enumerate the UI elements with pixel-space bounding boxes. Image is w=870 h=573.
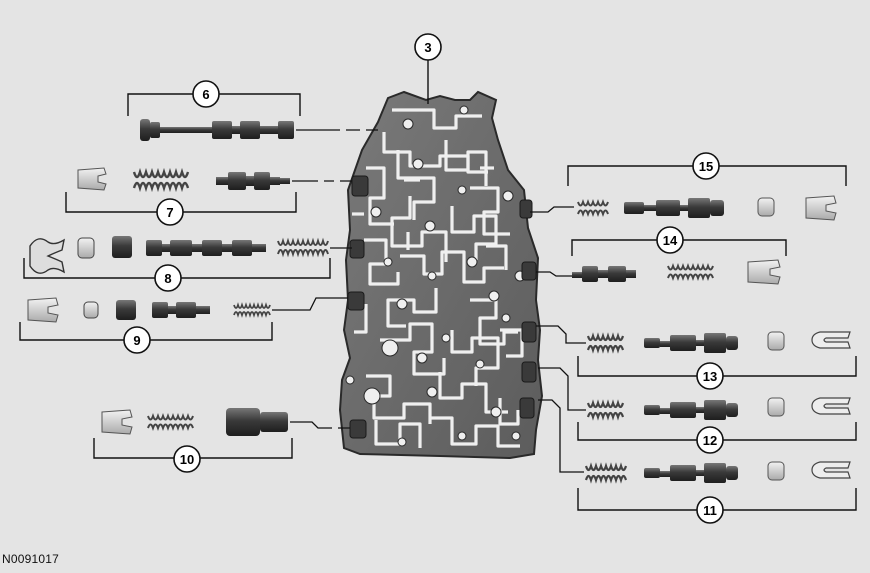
callout-12: 12 <box>696 426 724 454</box>
callout-6-label: 6 <box>202 87 209 102</box>
valve-assembly-12 <box>586 397 851 421</box>
figure-code: N0091017 <box>2 552 59 566</box>
valve-assembly-8 <box>29 236 329 274</box>
leader-11 <box>538 399 584 473</box>
callout-9: 9 <box>123 326 151 354</box>
leader-15 <box>530 206 574 213</box>
valve-assembly-9 <box>27 297 271 323</box>
valve-body-channels <box>352 108 524 448</box>
leader-10 <box>290 421 350 429</box>
callout-14: 14 <box>656 226 684 254</box>
callout-3: 3 <box>414 33 442 61</box>
leader-14 <box>536 271 572 277</box>
callout-14-label: 14 <box>663 233 678 248</box>
callout-3-label: 3 <box>424 40 431 55</box>
callout-10-label: 10 <box>180 452 194 467</box>
callout-11-label: 11 <box>703 503 717 518</box>
callout-15: 15 <box>692 152 720 180</box>
callout-8-label: 8 <box>164 271 171 286</box>
leader-12 <box>538 367 586 411</box>
callout-13: 13 <box>696 362 724 390</box>
valve-assembly-10 <box>101 408 288 436</box>
callout-13-label: 13 <box>703 369 717 384</box>
valve-assembly-6 <box>140 119 294 141</box>
callout-7: 7 <box>156 198 184 226</box>
callout-11: 11 <box>696 496 724 524</box>
valve-assembly-15 <box>577 195 837 221</box>
callout-12-label: 12 <box>703 433 717 448</box>
valve-body-bores <box>347 175 537 439</box>
callout-10: 10 <box>173 445 201 473</box>
callout-9-label: 9 <box>133 333 140 348</box>
valve-assembly-7 <box>77 167 290 193</box>
leader-9 <box>272 297 348 311</box>
callout-7-label: 7 <box>166 205 173 220</box>
leader-13 <box>536 325 586 344</box>
callout-6: 6 <box>192 80 220 108</box>
valve-body-casting <box>338 90 544 460</box>
callout-15-label: 15 <box>699 159 713 174</box>
valve-assembly-14 <box>572 259 781 285</box>
valve-assembly-11 <box>584 461 851 484</box>
valve-assembly-13 <box>586 331 851 354</box>
valve-body-ports <box>345 105 526 447</box>
callout-8: 8 <box>154 264 182 292</box>
